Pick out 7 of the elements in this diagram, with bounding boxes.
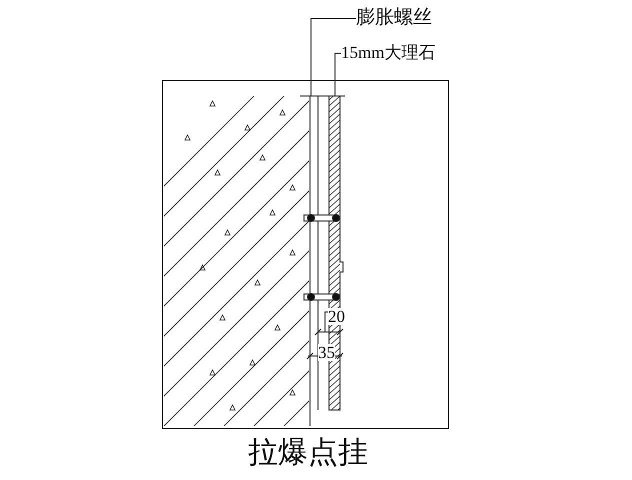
callout-label: 膨胀螺丝: [356, 8, 432, 27]
leader-line: [334, 52, 342, 96]
callout-label: 15mm大理石: [341, 44, 436, 61]
leader-line: [310, 18, 356, 96]
dimension-value: 35: [318, 344, 335, 361]
dimension-value: 20: [328, 308, 345, 325]
caption: 拉爆点挂: [248, 438, 368, 468]
